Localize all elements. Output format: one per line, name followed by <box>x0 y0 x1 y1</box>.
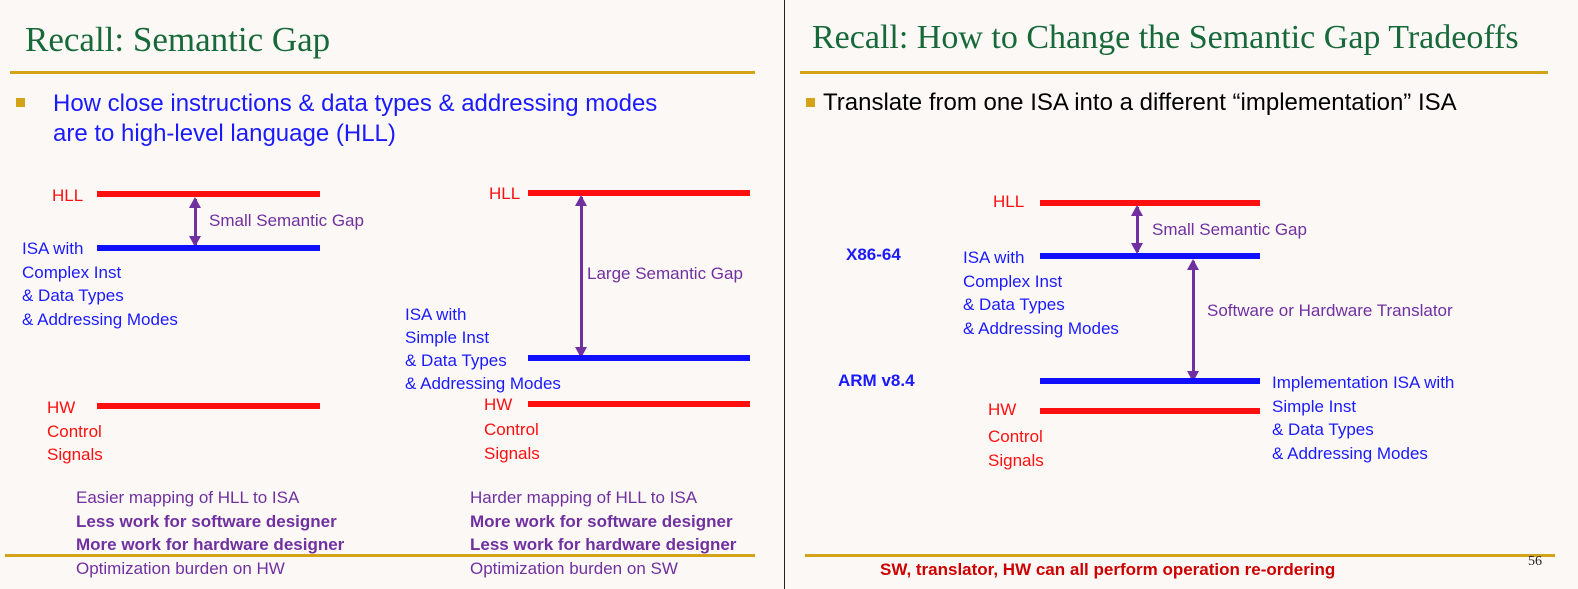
isa-line: & Addressing Modes <box>963 318 1119 338</box>
isa-line: Simple Inst <box>405 328 490 347</box>
hw-line: Control <box>484 420 539 439</box>
bullet-text: Translate from one ISA into a different … <box>823 89 1457 116</box>
note: More work for software designer <box>470 511 733 531</box>
gap-label: Small Semantic Gap <box>209 211 364 230</box>
arm-label: ARM v8.4 <box>838 371 915 390</box>
hll-bar <box>528 190 750 196</box>
isa-line: Complex Inst <box>963 271 1063 291</box>
isa-line: ISA with <box>963 248 1025 267</box>
title-divider <box>800 71 1548 74</box>
double-arrow-icon <box>1131 205 1143 254</box>
note: Optimization burden on SW <box>470 558 678 578</box>
translator-label: Software or Hardware Translator <box>1207 301 1453 320</box>
isa-line: Complex Inst <box>22 262 122 282</box>
bullet-icon <box>806 98 815 107</box>
hw-line: Signals <box>47 445 103 464</box>
isa-line: & Addressing Modes <box>405 374 561 393</box>
isa-label: ISA with Simple Inst & Data Types & Addr… <box>405 303 561 395</box>
gap-label: Large Semantic Gap <box>587 264 743 283</box>
impl-line: Implementation ISA with <box>1272 373 1455 392</box>
isa-line: & Data Types <box>22 286 124 305</box>
hw-label: HW <box>47 398 76 417</box>
bullet-icon <box>16 98 25 107</box>
footer-divider <box>805 554 1555 557</box>
impl-line: & Addressing Modes <box>1272 444 1428 464</box>
hw-line: Signals <box>484 444 540 463</box>
impl-isa-bar <box>1040 378 1260 384</box>
isa-line: ISA with <box>22 239 84 258</box>
note: Easier mapping of HLL to ISA <box>76 488 300 507</box>
double-arrow-icon <box>575 195 587 358</box>
hw-sub: Control Signals <box>47 420 103 466</box>
hw-line: Control <box>988 427 1043 446</box>
hll-bar <box>97 191 320 197</box>
isa-label: ISA with Complex Inst & Data Types & Add… <box>963 246 1119 340</box>
hw-bar <box>1040 408 1260 414</box>
slide-title: Recall: Semantic Gap <box>25 20 331 59</box>
isa-label: ISA with Complex Inst & Data Types & Add… <box>22 237 178 331</box>
hll-label: HLL <box>52 186 84 205</box>
isa-line: & Data Types <box>405 351 507 370</box>
hll-label: HLL <box>993 192 1025 211</box>
impl-line: & Data Types <box>1272 420 1374 440</box>
title-divider <box>10 71 755 74</box>
double-arrow-icon <box>1187 259 1199 382</box>
note: Less work for software designer <box>76 511 337 531</box>
isa-line: ISA with <box>405 305 467 324</box>
hw-sub: Control Signals <box>988 425 1044 473</box>
hw-label: HW <box>988 400 1017 419</box>
isa-bar <box>528 355 750 361</box>
isa-line: & Data Types <box>963 295 1065 314</box>
note: More work for hardware designer <box>76 535 345 554</box>
impl-line: Simple Inst <box>1272 396 1357 416</box>
page-number: 56 <box>1528 554 1542 569</box>
note: Less work for hardware designer <box>470 535 737 554</box>
bullet-line: How close instructions & data types & ad… <box>53 90 658 117</box>
hw-sub: Control Signals <box>484 418 540 466</box>
hw-line: Signals <box>988 451 1044 470</box>
isa-bar <box>1040 253 1260 259</box>
footer-note: SW, translator, HW can all perform opera… <box>880 560 1336 579</box>
bullet-line: are to high-level language (HLL) <box>53 120 396 147</box>
notes-left: Easier mapping of HLL to ISA Less work f… <box>76 486 344 580</box>
bullet-text: How close instructions & data types & ad… <box>53 89 657 149</box>
slide-title: Recall: How to Change the Semantic Gap T… <box>812 19 1519 56</box>
hw-bar <box>97 403 320 409</box>
impl-label: Implementation ISA with Simple Inst & Da… <box>1272 371 1454 466</box>
note: Harder mapping of HLL to ISA <box>470 488 698 507</box>
isa-line: & Addressing Modes <box>22 309 178 329</box>
hw-line: Control <box>47 422 102 441</box>
slide-separator <box>784 0 785 589</box>
hll-label: HLL <box>489 184 521 203</box>
double-arrow-icon <box>189 197 201 247</box>
notes-right: Harder mapping of HLL to ISA More work f… <box>470 486 736 580</box>
x86-label: X86-64 <box>846 245 901 264</box>
hll-bar <box>1040 200 1260 206</box>
gap-label: Small Semantic Gap <box>1152 220 1307 239</box>
hw-label: HW <box>484 395 513 414</box>
note: Optimization burden on HW <box>76 558 285 578</box>
isa-bar <box>97 245 320 251</box>
hw-bar <box>528 401 750 407</box>
